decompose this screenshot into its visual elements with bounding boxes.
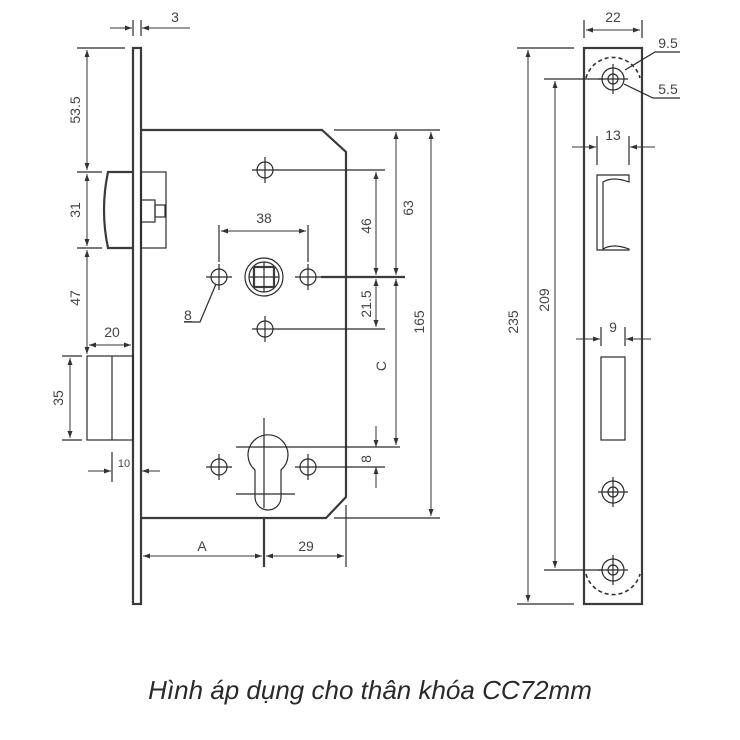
dim-53-5: 53.5: [67, 96, 83, 123]
countersunk-hole-icon: [598, 477, 628, 507]
latch-slot: [596, 174, 630, 251]
screw-hole-icon: [252, 157, 278, 183]
caption: Hình áp dụng cho thân khóa CC72mm: [148, 675, 592, 705]
dim-9: 9: [609, 319, 617, 335]
dim-46: 46: [358, 218, 374, 234]
lock-case: [141, 128, 348, 520]
screw-hole-icon: [206, 454, 232, 480]
front-view: 46 21.5 8 63 C 165 38 8 3: [50, 9, 440, 606]
dim-13: 13: [605, 127, 621, 143]
dim-235: 235: [505, 310, 521, 334]
screw-hole-icon: [252, 316, 278, 342]
screw-hole-icon: [295, 264, 321, 290]
faceplate-outline: [582, 46, 644, 606]
dim-20: 20: [104, 324, 120, 340]
faceplate-view: 22 9.5 5.5 13 9 209 235: [505, 9, 680, 606]
dim-165: 165: [411, 310, 427, 334]
dim-5-5: 5.5: [658, 81, 678, 97]
latch-bolt: [102, 170, 133, 250]
dim-10: 10: [118, 458, 130, 470]
bolt-slot: [600, 356, 626, 441]
dim-a: A: [197, 538, 207, 554]
screw-hole-icon: [206, 264, 232, 290]
dim-8-offset: 8: [358, 455, 374, 463]
dim-38: 38: [256, 210, 272, 226]
dim-8-dia: 8: [184, 307, 192, 323]
dim-209: 209: [536, 288, 552, 312]
spindle-hub-icon: [244, 257, 284, 297]
dim-35: 35: [50, 390, 66, 406]
dim-29: 29: [298, 538, 314, 554]
dim-31: 31: [67, 202, 83, 218]
dim-47: 47: [67, 290, 83, 306]
faceplate: [131, 46, 143, 606]
dim-22: 22: [605, 9, 621, 25]
dim-21-5: 21.5: [358, 290, 374, 317]
cylinder-keyhole-icon: [236, 418, 400, 511]
dim-63: 63: [400, 200, 416, 216]
dim-9-5: 9.5: [658, 35, 678, 51]
dim-c: C: [373, 361, 389, 371]
screw-hole-icon: [295, 454, 321, 480]
deadbolt: [86, 355, 134, 441]
latch-housing: [140, 171, 167, 249]
dim-3: 3: [171, 9, 179, 25]
